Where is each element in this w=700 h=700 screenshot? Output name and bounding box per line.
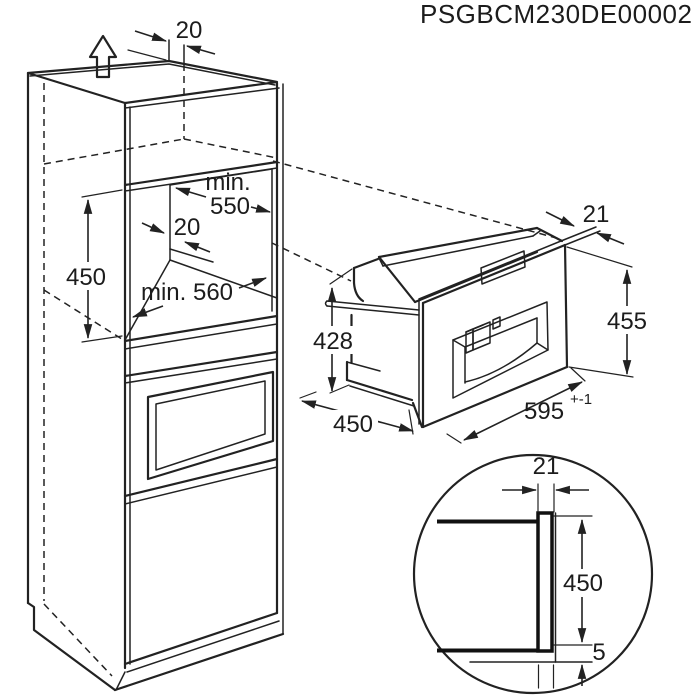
up-arrow-icon [88, 34, 118, 79]
niche-depth-label: min. 560 [141, 279, 233, 306]
detail-trim-thickness-label: 21 [533, 453, 560, 480]
oven-door-window [146, 370, 275, 481]
niche-width-prefix-label: min. [205, 169, 250, 196]
cabinet-top-gap-label: 20 [176, 17, 203, 44]
trim-bar-section [536, 511, 554, 653]
detail-height-label: 450 [563, 570, 603, 597]
width-label: 595 [524, 398, 564, 425]
model-number: PSGBCM230DE00002 [420, 0, 692, 29]
detail-bottom-overlap-label: 5 [592, 639, 605, 666]
front-height-label: 455 [607, 308, 647, 335]
niche-rear-clearance-label: 20 [174, 214, 201, 241]
coffee-spout-icon [465, 316, 501, 354]
body-height-label: 428 [313, 328, 353, 355]
display-window [480, 250, 526, 285]
niche-height-label: 450 [66, 264, 106, 291]
cabinet-drawing [26, 49, 285, 692]
trim-overlap-label: 21 [583, 201, 610, 228]
cabinet-dimensions: 20 min. 550 20 450 min. 560 [62, 17, 272, 343]
appliance-drawing [324, 226, 569, 429]
width-tolerance-label: +-1 [570, 391, 592, 408]
body-depth-label: 450 [333, 411, 373, 438]
dispensing-niche [452, 301, 549, 399]
detail-circle: 21 450 5 [412, 453, 654, 695]
appliance-dimensions: 21 455 428 450 595 +-1 [299, 201, 651, 444]
niche-width-value-label: 550 [210, 193, 250, 220]
projection-lines [271, 160, 561, 282]
